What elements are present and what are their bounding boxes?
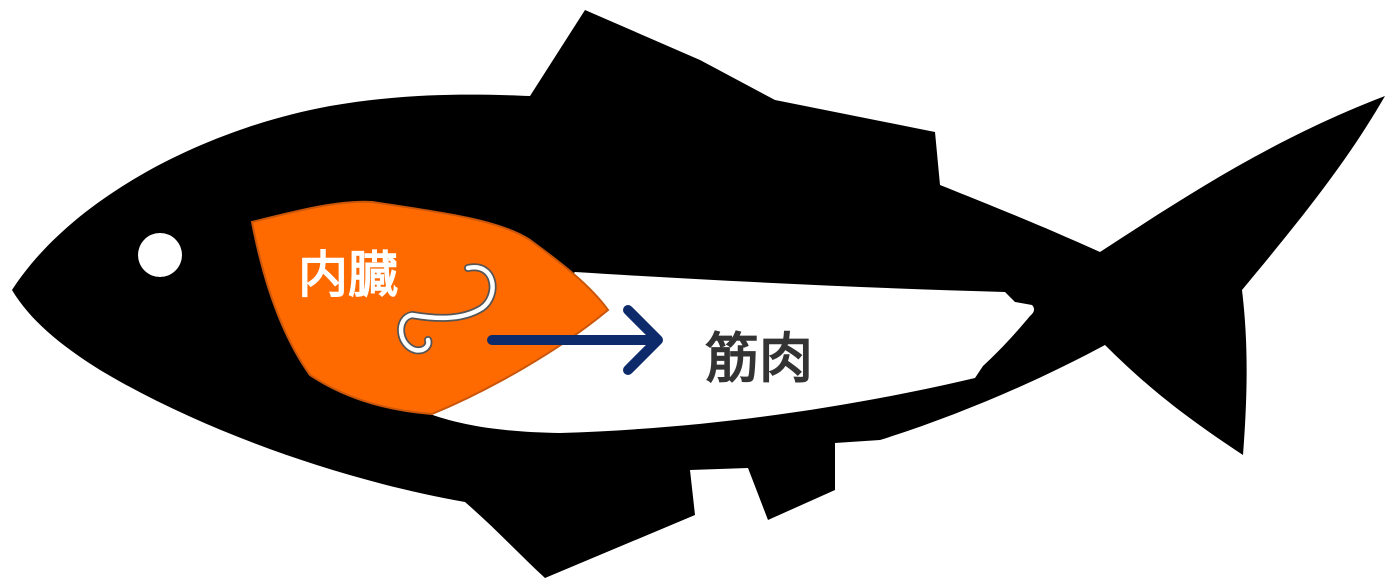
arrow-right-icon: [487, 305, 663, 375]
viscera-region: [250, 200, 610, 416]
muscle-label: 筋肉: [705, 327, 813, 390]
fish-eye-icon: [138, 233, 182, 277]
anisakis-worm-icon: [397, 263, 497, 355]
viscera-label: 内臓: [298, 246, 398, 304]
